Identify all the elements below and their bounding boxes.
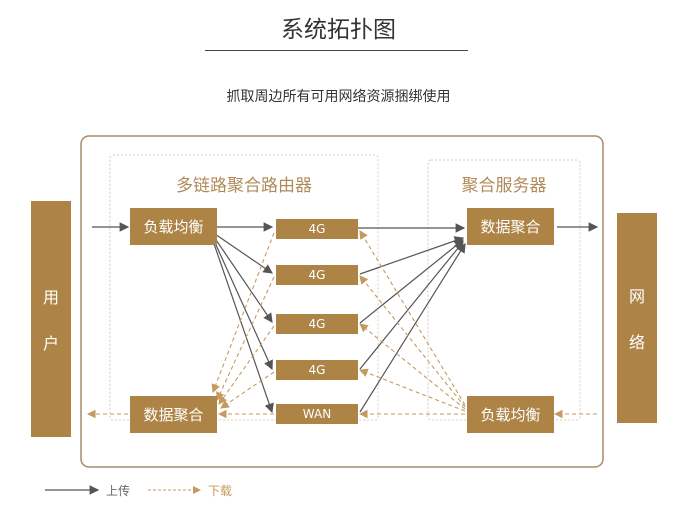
router-data-aggregate: 数据聚合: [130, 396, 217, 433]
link-wan: WAN: [276, 404, 358, 424]
server-group-label: 聚合服务器: [461, 176, 547, 196]
user-node: 用户: [31, 201, 71, 437]
router-load-balance: 负载均衡: [130, 208, 217, 245]
link-4g-4: 4G: [276, 360, 358, 380]
link-4g-1: 4G: [276, 219, 358, 239]
subtitle: 抓取周边所有可用网络资源捆绑使用: [226, 89, 451, 105]
network-label-2: 络: [628, 333, 645, 352]
router-group-label: 多链路聚合路由器: [176, 176, 312, 196]
outer-frame: [80, 135, 604, 468]
server-frame: [427, 159, 581, 421]
network-node: 网络: [617, 213, 657, 423]
user-label-2: 户: [42, 334, 59, 353]
server-data-aggregate: 数据聚合: [467, 208, 554, 245]
legend-upload-label: 上传: [106, 484, 131, 498]
page-title: 系统拓扑图: [281, 17, 396, 43]
server-load-balance: 负载均衡: [467, 396, 554, 433]
title-underline: [205, 50, 468, 51]
router-frame: [109, 154, 379, 421]
network-label-1: 网: [628, 287, 645, 306]
legend-download-label: 下载: [208, 484, 233, 498]
link-4g-3: 4G: [276, 314, 358, 334]
link-4g-2: 4G: [276, 265, 358, 285]
user-label-1: 用: [42, 288, 59, 307]
